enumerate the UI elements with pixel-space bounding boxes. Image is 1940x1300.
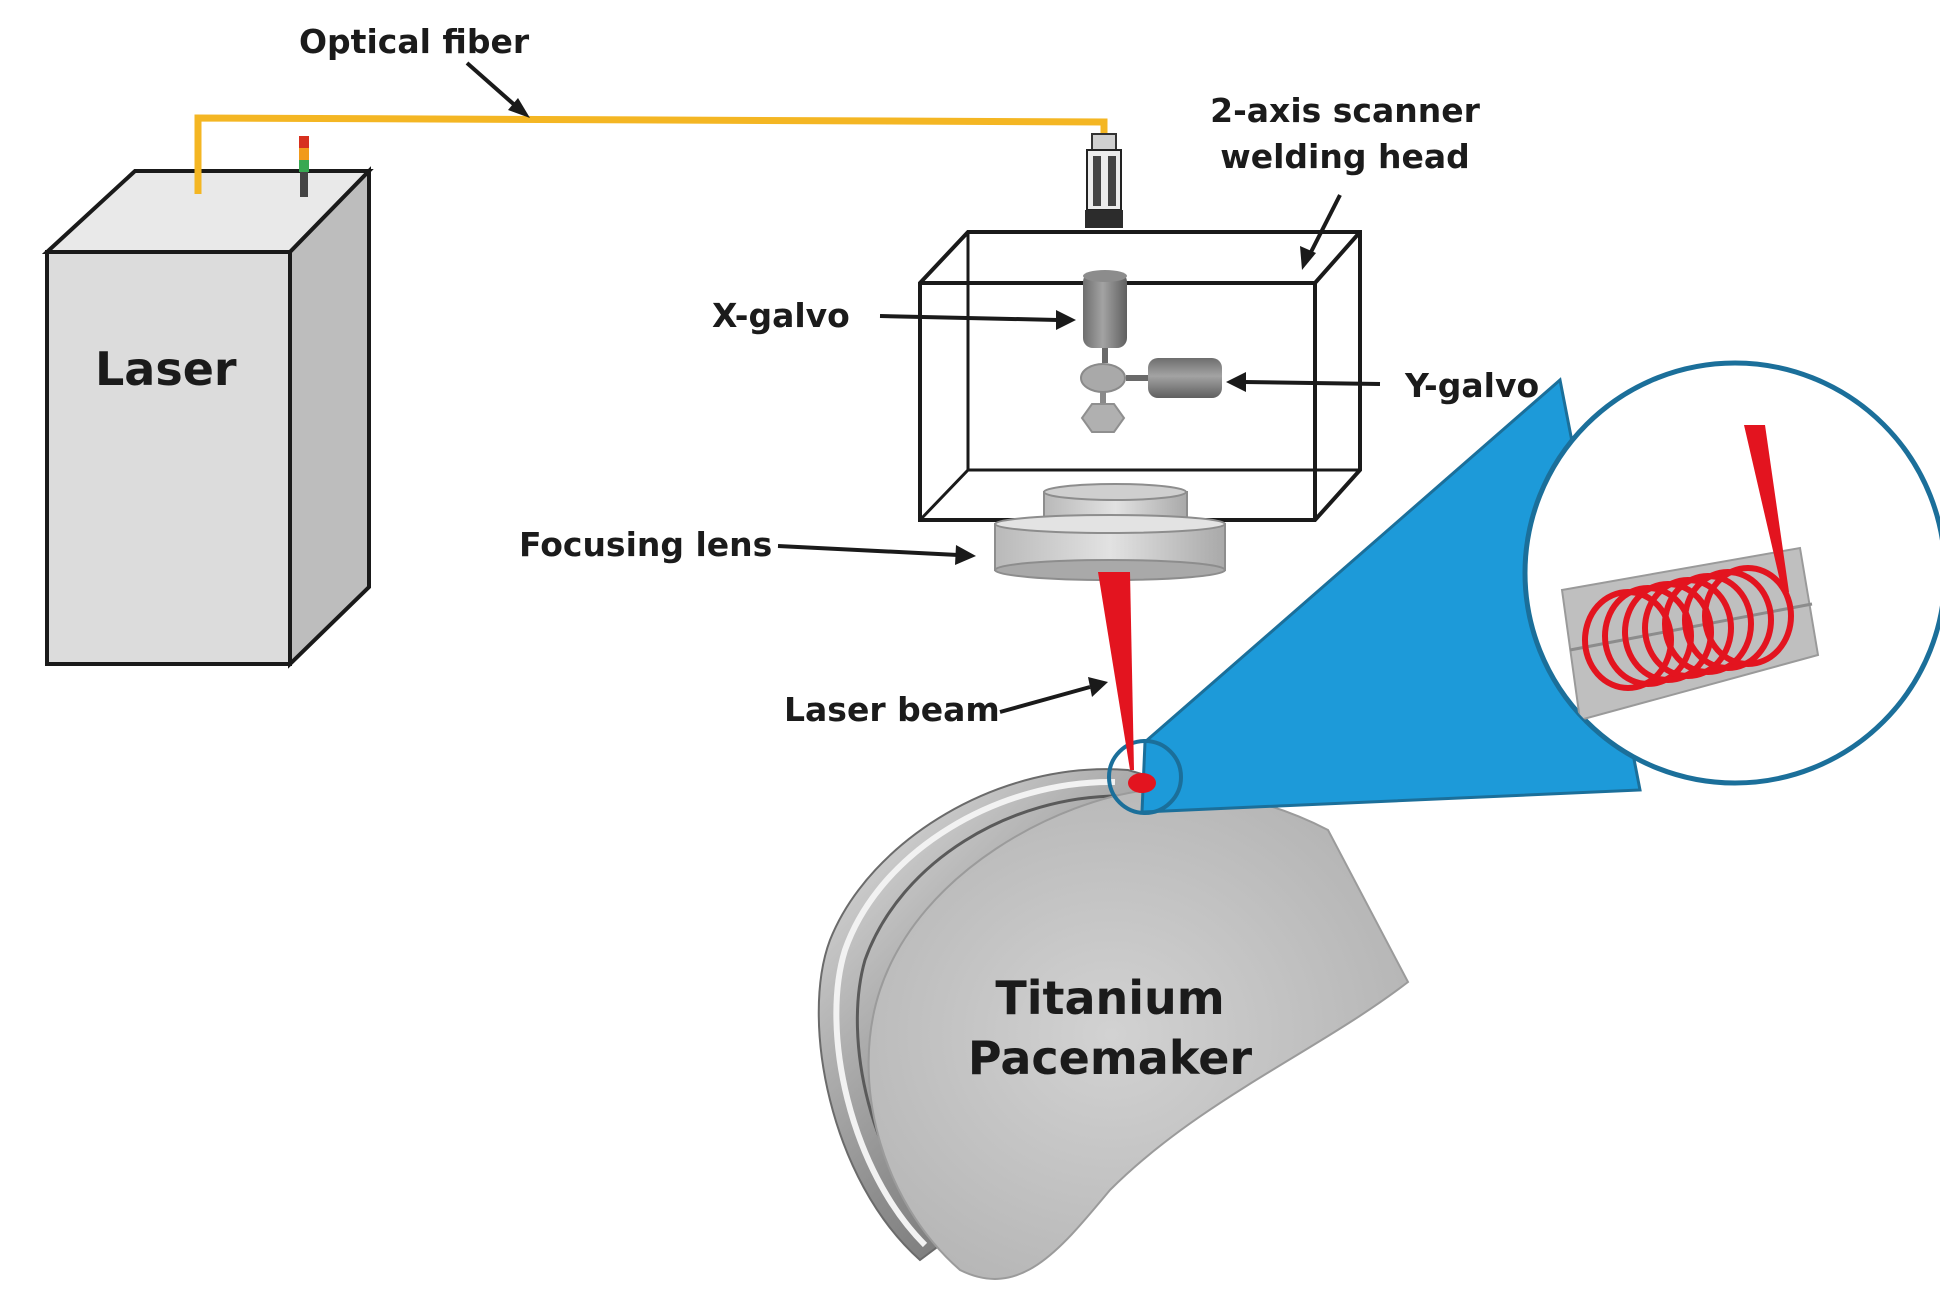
x-galvo-motor <box>1083 270 1127 363</box>
spiral-weld-pattern <box>1582 565 1794 691</box>
laser-beam-cone <box>1098 572 1134 770</box>
pacemaker-label-line2: Pacemaker <box>967 1031 1253 1085</box>
scanner-head-box <box>918 230 1362 522</box>
zoom-beam <box>1744 425 1789 594</box>
y-galvo-label: Y-galvo <box>1405 366 1540 405</box>
laser-label: Laser <box>95 342 237 396</box>
laser-unit <box>41 136 374 669</box>
weld-spot <box>1107 739 1183 815</box>
optical-fiber-cable <box>194 114 1108 194</box>
scanner-head-label-line1: 2-axis scanner <box>1210 91 1480 130</box>
signal-light-tower <box>299 136 309 197</box>
leader-arrows <box>465 61 1381 714</box>
laser-box-side <box>288 166 371 669</box>
pacemaker-face <box>867 788 1410 1280</box>
pacemaker-label-line1: Titanium <box>995 971 1225 1025</box>
scanner-head-label: 2-axis scanner welding head <box>1195 88 1495 180</box>
optical-fiber-label: Optical fiber <box>299 22 530 61</box>
laser-beam-label: Laser beam <box>784 690 1000 729</box>
titanium-pacemaker <box>817 768 1410 1280</box>
galvo-mirrors <box>1080 363 1126 433</box>
pacemaker-label: Titanium Pacemaker <box>920 968 1300 1088</box>
y-galvo-motor <box>1126 358 1222 398</box>
zoom-inset <box>1522 360 1940 786</box>
fiber-connector <box>1085 133 1123 228</box>
laser-box-front <box>45 250 292 666</box>
x-galvo-label: X-galvo <box>712 296 850 335</box>
focusing-lens-label: Focusing lens <box>519 525 773 564</box>
scanner-head-label-line2: welding head <box>1220 137 1470 176</box>
focusing-lens <box>994 483 1226 581</box>
